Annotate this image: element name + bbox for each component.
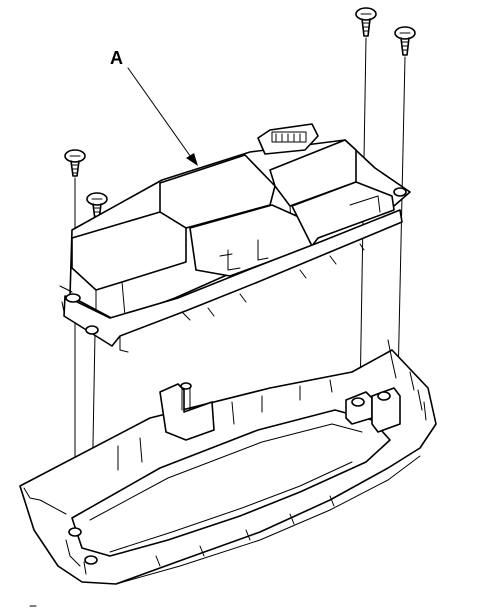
callout-label-a: A	[110, 48, 123, 68]
callout-arrow-a	[127, 67, 198, 166]
screw-top-left	[64, 149, 86, 177]
control-unit-a	[59, 123, 411, 353]
screw-top-center-right	[355, 7, 377, 37]
lower-housing	[19, 339, 437, 585]
screw-top-right	[394, 26, 416, 56]
